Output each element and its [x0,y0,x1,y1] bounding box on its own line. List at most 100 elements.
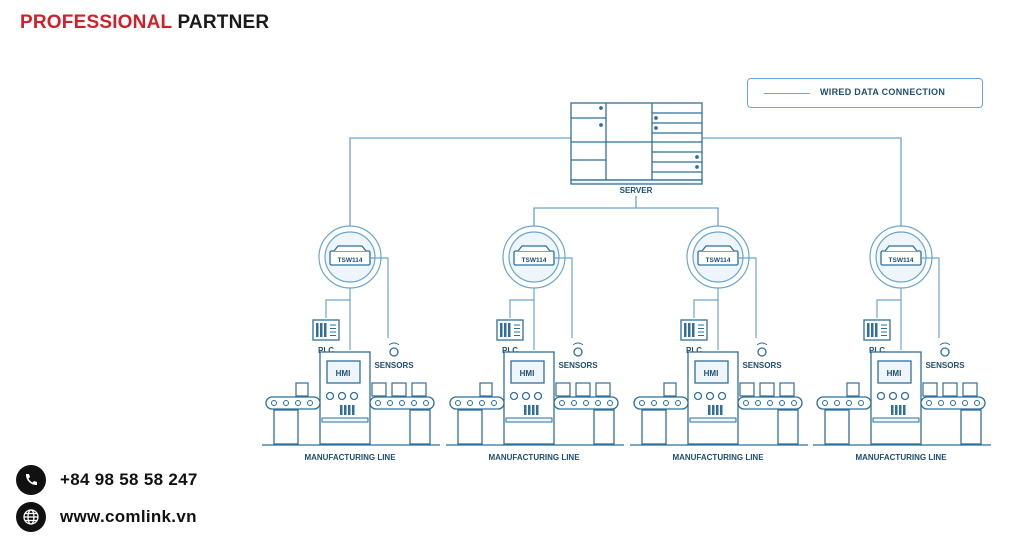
plc-module [508,323,511,337]
conveyor-roller [743,400,749,406]
hmi-switch [348,405,351,415]
sensor-icon [573,347,583,357]
product-box [759,382,775,397]
hmi-switch [720,405,723,415]
product-box [942,382,958,397]
hmi-switch [536,405,539,415]
hmi-label: HMI [887,369,902,378]
phone-contact: +84 98 58 58 247 [16,465,198,495]
conveyor-roller [663,400,669,406]
hmi-label: HMI [704,369,719,378]
conveyor-roller [467,400,473,406]
conveyor-roller [639,400,645,406]
conveyor-roller [271,400,277,406]
product-box [739,382,755,397]
website-contact: www.comlink.vn [16,502,197,532]
conveyor-roller [675,400,681,406]
server-rack [570,102,703,185]
connection-server-switch-4 [702,137,902,226]
switch-top [701,245,735,252]
hmi-knob [888,391,898,401]
plc-label: PLC [318,346,334,355]
legend-box: WIRED DATA CONNECTION [747,78,983,108]
sensor-signal-icon [756,342,768,346]
conveyor-roller [926,400,932,406]
plc-label: PLC [502,346,518,355]
connection-switch-plc [325,288,351,318]
connection-switch-sensors [371,257,389,338]
hmi-switch [895,405,898,415]
plc-module [871,323,874,337]
product-box [555,382,571,397]
conveyor-roller [938,400,944,406]
conveyor-left [633,396,689,410]
product-box [779,382,795,397]
switch-label: TSW114 [522,257,547,264]
hmi-switch [532,405,535,415]
conveyor-right-leg [960,409,982,445]
sensor-signal-icon [939,342,951,346]
sensor-icon [757,347,767,357]
sensor-signal-icon [572,342,584,346]
sensors-label: SENSORS [558,361,598,370]
brand-title-dark: PARTNER [177,12,270,33]
conveyor-right-leg [777,409,799,445]
conveyor-left-leg [273,409,299,445]
hmi-knob [717,391,727,401]
product-box [295,382,309,397]
sensors-label: SENSORS [374,361,414,370]
hmi-switch [899,405,902,415]
plc-module [688,323,691,337]
conveyor-roller [858,400,864,406]
website-link[interactable]: www.comlink.vn [60,507,197,526]
manufacturing-line-label: MANUFACTURING LINE [855,453,947,462]
plc-module [684,323,687,337]
conveyor-roller [283,400,289,406]
connection-switch-sensors [922,257,940,338]
hmi-switch [352,405,355,415]
server-label: SERVER [620,186,653,195]
sensor-icon [940,347,950,357]
conveyor-left [265,396,321,410]
conveyor-left [816,396,872,410]
product-box [391,382,407,397]
hmi-base [689,417,737,423]
connection-server-switch-1 [349,137,571,226]
conveyor-left-leg [457,409,483,445]
conveyor-left-leg [824,409,850,445]
conveyor-roller [822,400,828,406]
conveyor-roller [295,400,301,406]
brand-title-red: PROFESSIONAL [20,12,172,33]
manufacturing-line-label: MANUFACTURING LINE [672,453,764,462]
conveyor-roller [399,400,405,406]
connection-server-switch-3 [636,207,719,226]
conveyor-roller [846,400,852,406]
hmi-switch [903,405,906,415]
plc-module [324,323,327,337]
connection-switch-sensors [739,257,757,338]
hmi-knob [521,391,531,401]
conveyor-roller [779,400,785,406]
legend-label: WIRED DATA CONNECTION [820,87,946,97]
product-box [575,382,591,397]
hmi-switch [528,405,531,415]
conveyor-roller [387,400,393,406]
manufacturing-line-label: MANUFACTURING LINE [304,453,396,462]
manufacturing-line-label: MANUFACTURING LINE [488,453,580,462]
conveyor-roller [307,400,313,406]
product-box [922,382,938,397]
plc-module [692,323,695,337]
connection-switch-sensors [555,257,573,338]
conveyor-left [449,396,505,410]
plc-label: PLC [686,346,702,355]
hmi-switch [716,405,719,415]
hmi-knob [509,391,519,401]
switch-top [517,245,551,252]
hmi-screen [510,360,545,384]
conveyor-roller [491,400,497,406]
